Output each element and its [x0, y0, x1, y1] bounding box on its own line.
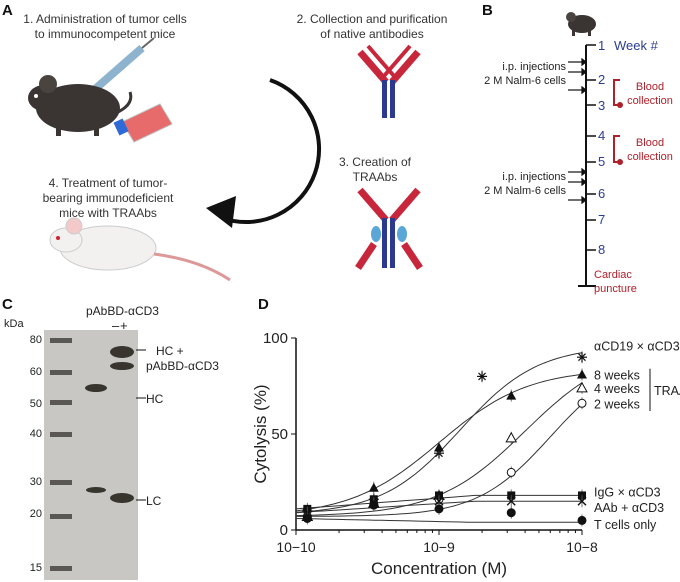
x-axis-label: Concentration (M)	[371, 559, 507, 578]
white-mouse-icon	[49, 217, 231, 282]
marker-20: 20	[29, 508, 42, 520]
marker-60: 60	[29, 366, 42, 378]
panel-c-label: C	[2, 296, 13, 313]
week-5-label: 5	[598, 154, 606, 169]
week-2-label: 2	[598, 72, 606, 87]
y-axis-label: Cytolysis (%)	[251, 384, 270, 483]
marker-open-triangle	[576, 381, 588, 393]
week-3-label: 3	[598, 98, 606, 113]
marker-asterisk	[577, 352, 587, 363]
marker-filled-circle	[369, 500, 379, 510]
series-label: 8 weeks	[594, 368, 640, 382]
lane-minus-label: –	[112, 318, 120, 333]
traab-antibody-icon	[355, 187, 423, 270]
y-tick-label: 50	[271, 426, 288, 443]
marker-filled-triangle	[577, 369, 587, 379]
gel-image	[44, 330, 138, 580]
cycle-arrowhead	[206, 196, 236, 228]
marker-15: 15	[29, 562, 42, 574]
marker-50: 50	[29, 398, 42, 410]
panel-a-label: A	[2, 2, 13, 19]
marker-30: 30	[29, 476, 42, 488]
week-7-label: 7	[598, 212, 606, 227]
blood-bracket-2	[613, 135, 620, 163]
series-label: αCD19 × αCD3	[594, 340, 680, 354]
marker-filled-circle	[506, 508, 516, 518]
kda-label: kDa	[4, 318, 24, 330]
week-header: Week #	[614, 38, 658, 53]
marker-open-triangle	[505, 431, 518, 443]
fit-curve	[295, 352, 583, 513]
marker-40: 40	[29, 428, 42, 440]
band-ticks	[136, 349, 146, 501]
native-antibody-icon	[357, 44, 421, 118]
band-label-hc: HC	[146, 392, 164, 406]
x-tick-label: 10−10	[276, 539, 316, 555]
timeline	[566, 12, 623, 287]
marker-filled-circle	[577, 515, 587, 525]
series-label: T cells only	[594, 518, 657, 532]
marker-x	[577, 496, 587, 506]
marker-filled-triangle	[506, 390, 517, 400]
traab-bracket-label: TRAAb	[654, 384, 680, 398]
band-label-lc: LC	[146, 494, 162, 508]
marker-80: 80	[29, 334, 42, 346]
series-label: AAb + αCD3	[594, 501, 664, 515]
x-tick-label: 10−9	[423, 539, 455, 555]
marker-filled-triangle	[434, 442, 444, 452]
marker-x	[506, 496, 516, 506]
panel-d-label: D	[258, 296, 269, 313]
panel-b-label: B	[482, 2, 493, 19]
marker-x	[434, 496, 444, 506]
step4-text: 4. Treatment of tumor-bearing immunodefi…	[42, 176, 174, 220]
culture-flask-icon	[113, 103, 173, 143]
gel-title: pAbBD-αCD3	[86, 304, 159, 318]
band-label-hc-conj: HC +pAbBD-αCD3	[146, 344, 219, 373]
marker-filled-circle	[302, 513, 312, 523]
marker-open-circle	[506, 467, 516, 477]
week-6-label: 6	[598, 186, 606, 201]
lane-plus-label: +	[120, 318, 128, 333]
black-mouse-icon	[28, 75, 133, 136]
x-tick-label: 10−8	[566, 539, 598, 555]
series-label: IgG × αCD3	[594, 486, 661, 500]
panel-a-graphics	[28, 37, 423, 282]
week-8-label: 8	[598, 242, 606, 257]
blood-bracket-1	[613, 79, 620, 106]
marker-filled-triangle	[368, 482, 379, 492]
y-tick-label: 100	[263, 330, 288, 347]
marker-filled-circle	[434, 504, 444, 514]
cycle-arrow	[221, 78, 322, 224]
week-4-label: 4	[598, 128, 606, 143]
series-label: 2 weeks	[594, 397, 640, 411]
mouse-icon	[566, 12, 596, 36]
series-label: 4 weeks	[594, 382, 640, 396]
marker-open-circle	[577, 398, 587, 408]
control-curve	[295, 518, 582, 523]
marker-asterisk	[477, 371, 488, 382]
week-1-label: 1	[598, 38, 606, 53]
y-tick-label: 0	[280, 522, 288, 539]
